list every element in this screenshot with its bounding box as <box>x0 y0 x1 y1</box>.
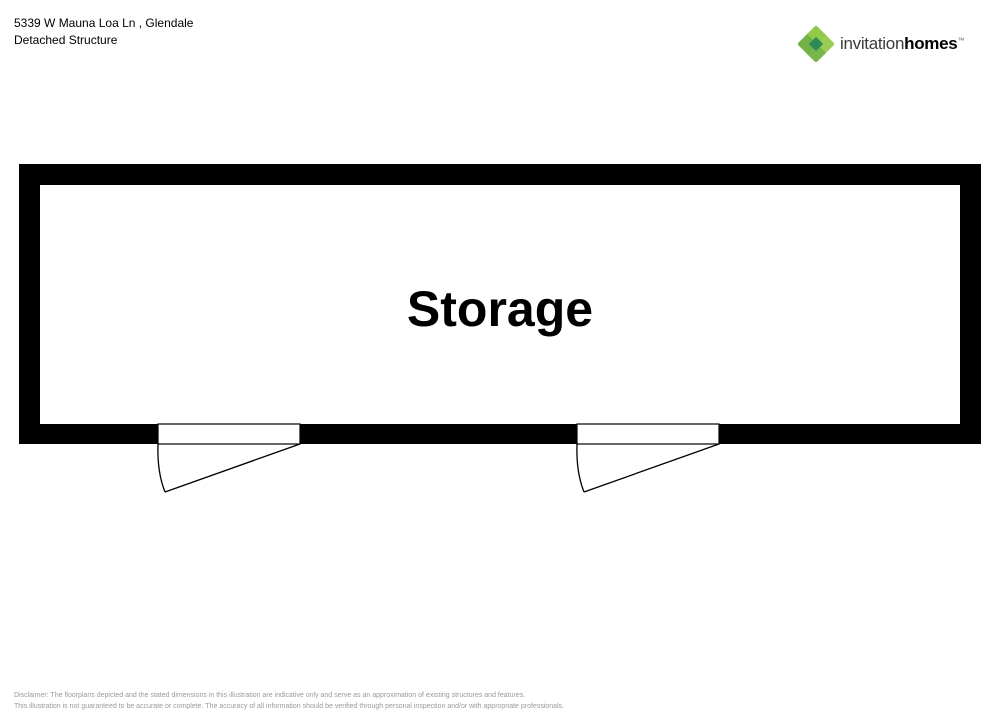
logo-word-homes: homes <box>904 34 958 53</box>
disclaimer-line-1: Disclaimer: The floorplans depicted and … <box>14 692 526 699</box>
logo-word-invitation: invitation <box>840 34 905 53</box>
door-opening-right <box>576 423 720 445</box>
room-label-storage: Storage <box>406 281 594 337</box>
address-line: 5339 W Mauna Loa Ln , Glendale <box>14 16 194 30</box>
clover-logo-icon <box>798 26 834 62</box>
door-swing-right <box>576 443 720 493</box>
structure-label: Detached Structure <box>14 33 118 47</box>
disclaimer: Disclaimer: The floorplans depicted and … <box>14 690 564 712</box>
logo-wordmark: invitationhomes™ <box>840 34 964 54</box>
address-block: 5339 W Mauna Loa Ln , Glendale Detached … <box>14 15 193 49</box>
logo-trademark: ™ <box>957 37 965 45</box>
door-swing-left <box>157 443 301 493</box>
door-opening-left <box>157 423 301 445</box>
invitation-homes-logo: invitationhomes™ <box>798 26 964 62</box>
